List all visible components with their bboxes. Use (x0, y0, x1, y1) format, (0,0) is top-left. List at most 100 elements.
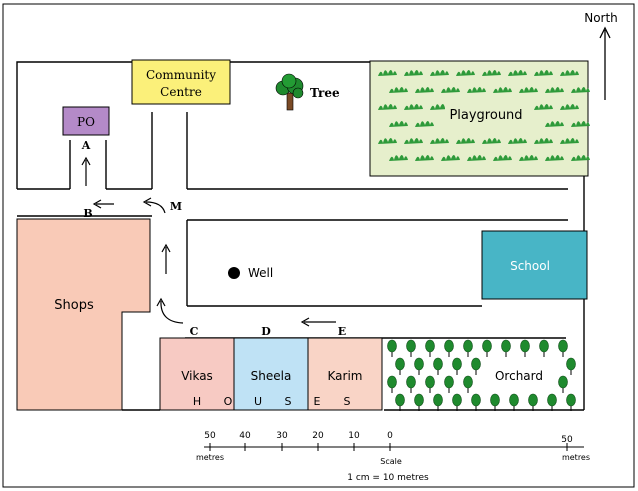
community-centre-building (131, 59, 231, 105)
orchard-tree-icon (444, 375, 454, 393)
playground-label: Playground (449, 108, 522, 123)
grass-tuft (389, 87, 408, 93)
map-frame (2, 3, 635, 488)
orchard-tree-icon (406, 339, 416, 357)
route-arrows (81, 156, 336, 327)
scale-unit-left: metres (196, 453, 224, 462)
scale-tick-label-50-left: 50 (204, 431, 216, 441)
grass-tuft (493, 87, 512, 93)
scale-tick-label-50-right: 50 (561, 435, 573, 445)
houses-letter-s: S (285, 395, 292, 408)
north-label: North (584, 11, 618, 25)
grass-tuft (456, 138, 475, 144)
orchard-tree-icon (395, 357, 405, 375)
orchard-label: Orchard (495, 369, 543, 383)
scale-title: Scale (380, 457, 402, 466)
orchard-tree-icon (558, 375, 568, 393)
scale-unit-right: metres (562, 453, 590, 462)
grass-tuft (560, 138, 579, 144)
scale-tick-label-40: 40 (239, 431, 251, 441)
north-arrowhead-icon (599, 26, 611, 39)
grass-tuft (534, 104, 553, 110)
grass-tuft (378, 104, 397, 110)
grass-tuft (467, 87, 486, 93)
grass-tuft (415, 121, 434, 127)
orchard-tree-icon (463, 375, 473, 393)
orchard-tree-icon (452, 357, 462, 375)
grass-tuft (404, 138, 423, 144)
orchard-tree-icon (444, 339, 454, 357)
orchard-tree-icon (406, 375, 416, 393)
grass-tuft (404, 104, 423, 110)
house-vikas-label: Vikas (181, 369, 213, 383)
house-karim (307, 337, 383, 411)
grass-tuft (560, 104, 579, 110)
orchard-tree-icon (520, 339, 530, 357)
house-karim-label: Karim (328, 369, 363, 383)
grass-tuft (482, 70, 501, 76)
orchard-tree-icon (414, 357, 424, 375)
scale-tick-label-20: 20 (312, 431, 324, 441)
orchard-tree-icon (566, 393, 576, 411)
house-sheela (233, 337, 309, 411)
house-vikas (159, 337, 235, 411)
grass-tuft (571, 121, 590, 127)
point-e-label: E (338, 325, 346, 338)
orchard-tree-icon (539, 339, 549, 357)
point-b-label: B (83, 207, 92, 220)
community-centre-label-2: Centre (160, 85, 202, 99)
tree-label: Tree (310, 86, 340, 100)
shops-label: Shops (54, 298, 94, 313)
school-building (481, 230, 588, 300)
grass-tuft (456, 70, 475, 76)
playground-label-bg (445, 104, 527, 124)
orchard-tree-icon (509, 393, 519, 411)
grass-tuft (441, 87, 460, 93)
orchard-tree-icon (566, 357, 576, 375)
orchard-tree-icon (433, 393, 443, 411)
point-m-label: M (170, 200, 182, 213)
orchard-tree-icon (425, 339, 435, 357)
point-c-label: C (190, 325, 199, 338)
shops-building (16, 218, 151, 411)
grass-tuft (534, 138, 553, 144)
scale-tick-label-10: 10 (348, 431, 360, 441)
orchard-tree-icon (528, 393, 538, 411)
grass-tuft (571, 155, 590, 161)
orchard-tree-icon (425, 375, 435, 393)
orchard-tree-icon (482, 339, 492, 357)
orchard-tree-icon (558, 339, 568, 357)
houses-letter-o: O (224, 395, 233, 408)
orchard-tree-icon (452, 393, 462, 411)
houses-letter-u: U (254, 395, 262, 408)
house-sheela-label: Sheela (251, 369, 292, 383)
orchard-tree-icon (433, 357, 443, 375)
grass-tuft (378, 70, 397, 76)
grass-tuft (430, 70, 449, 76)
grass-tuft (482, 138, 501, 144)
grass-tuft (534, 70, 553, 76)
grass-tuft (571, 87, 590, 93)
orchard-tree-icon (414, 393, 424, 411)
grass-tuft (389, 121, 408, 127)
well-label: Well (248, 266, 273, 280)
post-office-label: PO (77, 115, 95, 129)
houses-letter-e: E (314, 395, 321, 408)
point-d-label: D (261, 325, 271, 338)
orchard-tree-icon (387, 339, 397, 357)
tree-icon (275, 73, 304, 111)
grass-tuft (508, 70, 527, 76)
orchard-trees (387, 339, 576, 411)
post-office-building (62, 106, 110, 136)
grass-tuft (415, 87, 434, 93)
grass-tufts (378, 70, 590, 161)
orchard-tree-icon (463, 339, 473, 357)
grass-tuft (430, 104, 449, 110)
grass-tuft (467, 155, 486, 161)
orchard-tree-icon (387, 375, 397, 393)
scale-tick-label-0: 0 (387, 431, 393, 441)
community-centre-label-1: Community (146, 68, 216, 82)
grass-tuft (415, 155, 434, 161)
grass-tuft (493, 155, 512, 161)
